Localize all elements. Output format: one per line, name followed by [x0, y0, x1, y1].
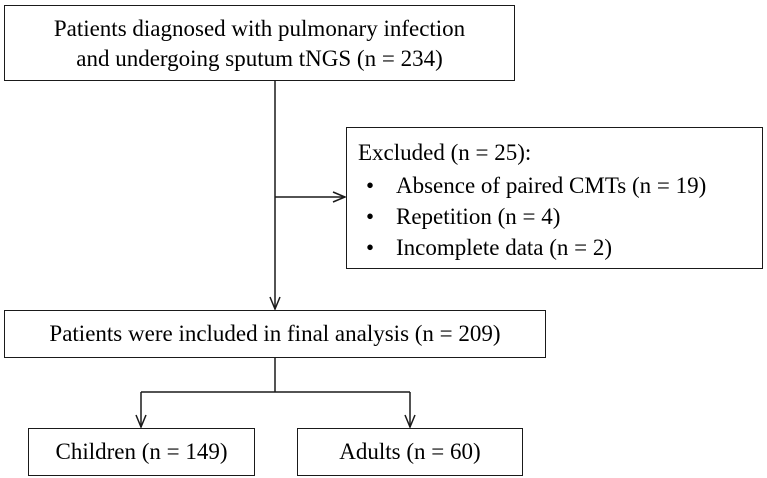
screened-line-1: Patients diagnosed with pulmonary infect… — [53, 16, 466, 41]
exclusion-reason: • Absence of paired CMTs (n = 19) — [358, 170, 762, 201]
exclusion-reason: • Incomplete data (n = 2) — [358, 232, 762, 263]
included-patients-box: Patients were included in final analysis… — [4, 310, 546, 358]
excluded-heading: Excluded (n = 25): — [358, 140, 532, 165]
exclusion-reason-text: Incomplete data (n = 2) — [396, 235, 613, 260]
children-label: Children (n = 149) — [55, 439, 228, 464]
exclusion-reason: • Repetition (n = 4) — [358, 201, 762, 232]
adults-group-box: Adults (n = 60) — [297, 428, 523, 476]
children-group-box: Children (n = 149) — [28, 428, 255, 476]
excluded-patients-box: Excluded (n = 25): • Absence of paired CM… — [346, 127, 763, 269]
bullet-icon: • — [366, 173, 375, 198]
screened-patients-box: Patients diagnosed with pulmonary infect… — [4, 5, 515, 81]
bullet-icon: • — [366, 204, 375, 229]
screened-line-2: and undergoing sputum tNGS (n = 234) — [76, 46, 443, 71]
included-label: Patients were included in final analysis… — [49, 321, 501, 346]
adults-label: Adults (n = 60) — [339, 439, 481, 464]
exclusion-reason-text: Absence of paired CMTs (n = 19) — [396, 173, 707, 198]
exclusion-reason-text: Repetition (n = 4) — [396, 204, 561, 229]
exclusion-reasons-list: • Absence of paired CMTs (n = 19) • Repeti… — [358, 170, 762, 263]
bullet-icon: • — [366, 235, 375, 260]
